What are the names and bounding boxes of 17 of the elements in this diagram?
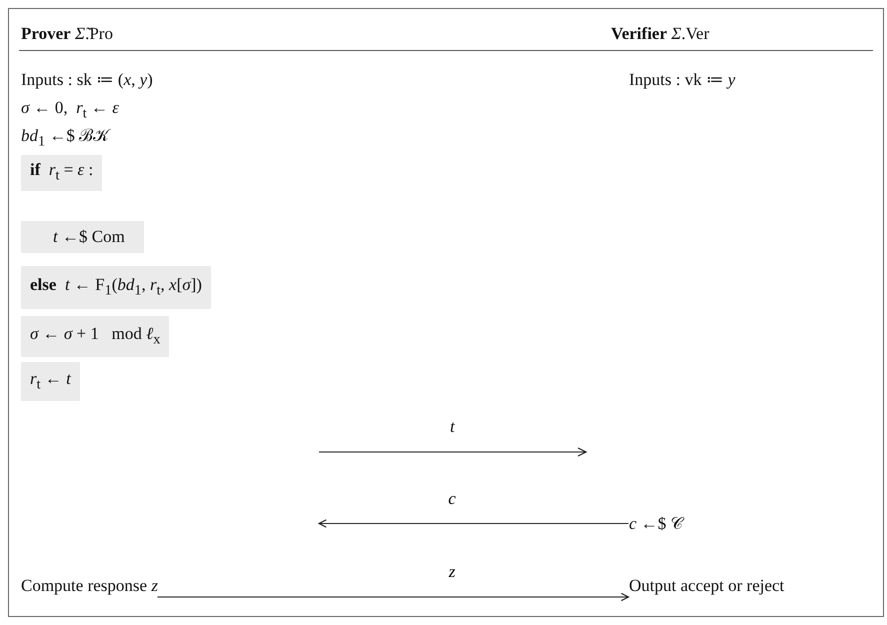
party-heading: Verifier Σ.Ver [611,23,710,45]
message-arrow [318,519,628,528]
message-label: t [450,416,455,438]
protocol-step: c ←$ 𝒞 [629,513,683,535]
protocol-step: Inputs : vk ≔ y [629,69,736,91]
message-arrow [157,592,630,602]
highlighted-step: t ←$ Com [21,221,144,253]
protocol-step: bd$_{1}$ ←$ ℬ𝒦 [21,125,110,152]
highlighted-step: r$_{t}$ ← t [21,362,80,402]
highlighted-step: σ ← σ + 1 mod ℓ$_{x}$ [21,316,170,358]
protocol-step: Output accept or reject [629,575,784,598]
party-heading: Prover Σ̃.Pro [21,23,113,45]
highlighted-step: if r$_{t}$ = ε : [21,155,102,192]
highlighted-step: else t ← F$_{1}$(bd$_{1}$, r$_{t}$, x[σ]) [21,266,211,310]
protocol-step: Inputs : sk ≔ (x, y) [21,69,153,91]
protocol-step: Compute response z [21,575,158,598]
protocol-step: σ ← 0, r$_{t}$ ← ε [21,97,119,124]
